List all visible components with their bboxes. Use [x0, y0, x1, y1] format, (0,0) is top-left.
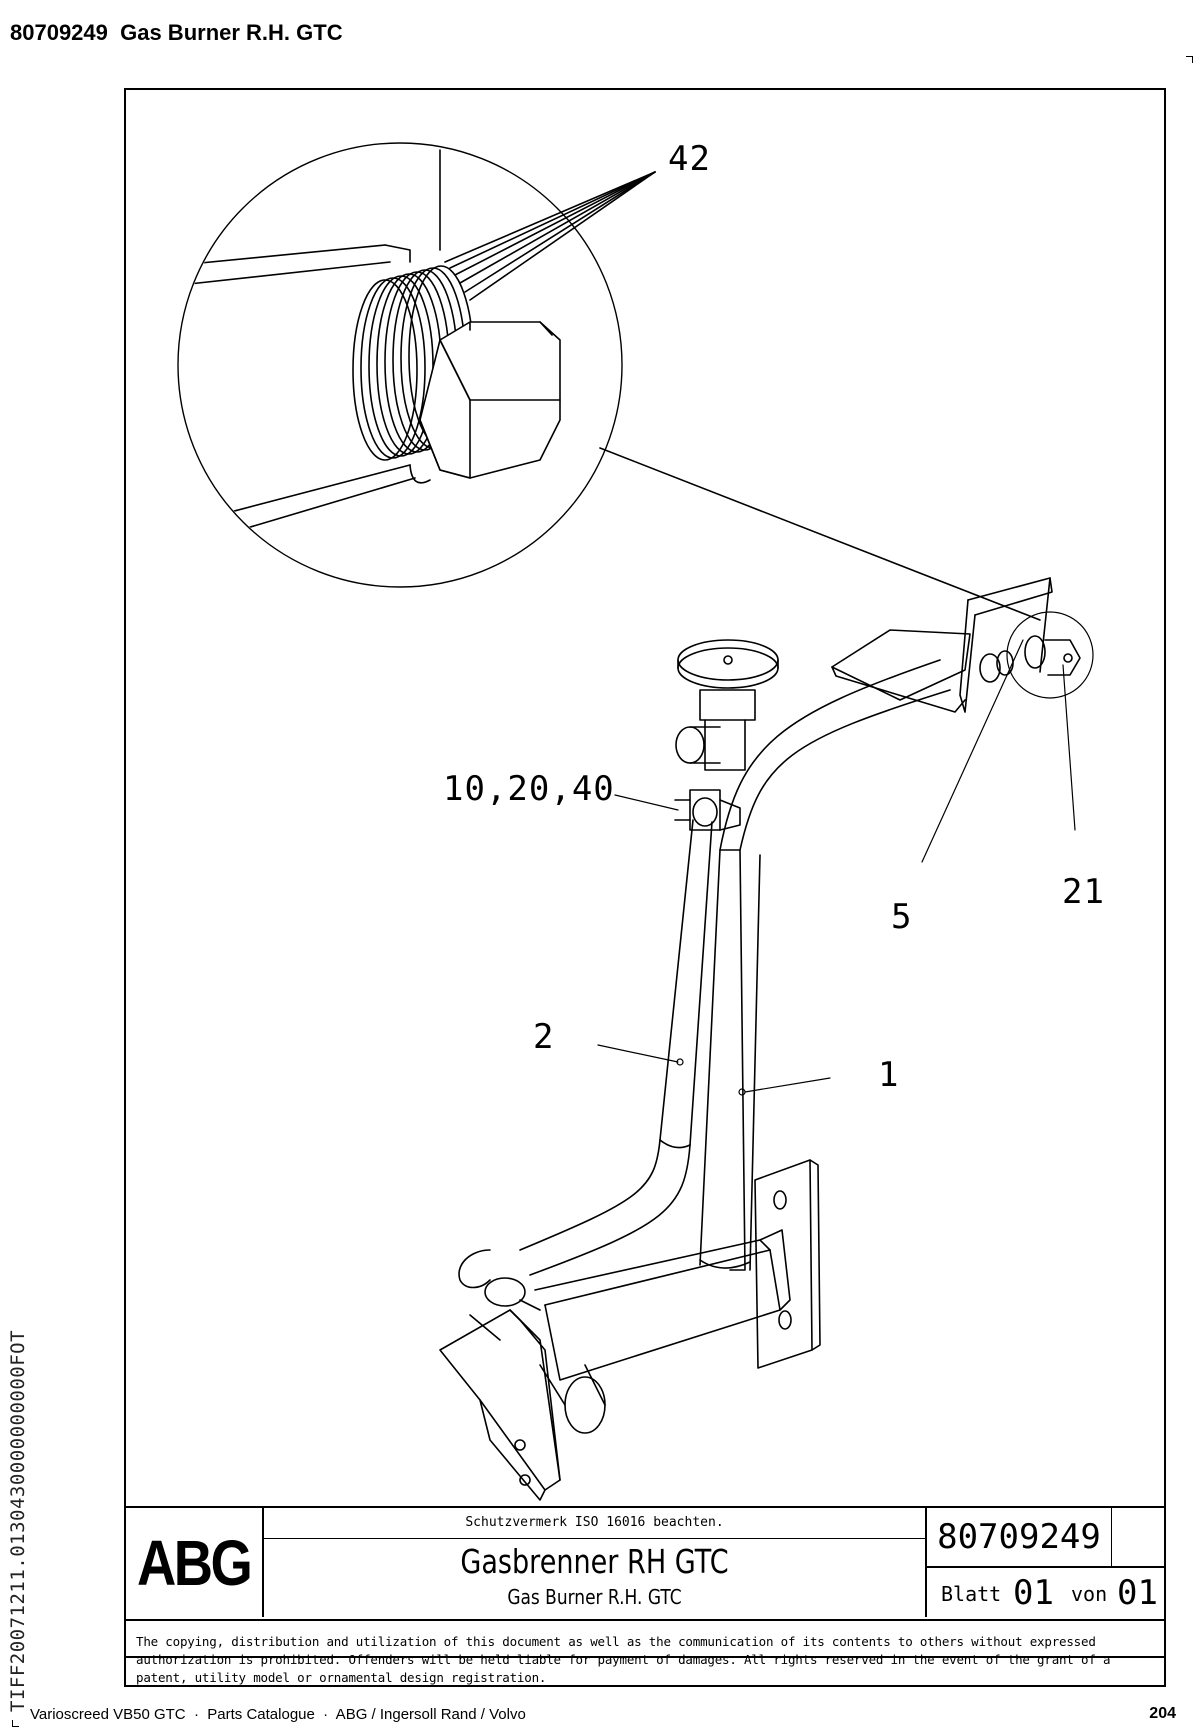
footer-text: Varioscreed VB50 GTC · Parts Catalogue ·… [30, 1706, 526, 1723]
title-english: Gas Burner R.H. GTC [507, 1585, 682, 1609]
protection-notice: Schutzvermerk ISO 16016 beachten. [264, 1508, 925, 1539]
page-title: 80709249 Gas Burner R.H. GTC [10, 20, 343, 45]
pipe-1 [699, 659, 951, 1271]
copyright-box [124, 1619, 1166, 1687]
leader-lines [597, 639, 1076, 1096]
callout-1: 1 [878, 1055, 900, 1095]
revision-cell [1112, 1508, 1166, 1568]
logo-text: ABG [137, 1526, 253, 1599]
copyright-text: The copying, distribution and utilizatio… [124, 1619, 1166, 1687]
drawing-number: 80709249 [927, 1508, 1112, 1568]
abg-logo: ABG [126, 1508, 264, 1617]
valve-assembly [674, 639, 779, 831]
sheet-total: 01 [1117, 1573, 1158, 1613]
title-block-right: 80709249 Blatt 01 von 01 [925, 1508, 1166, 1617]
sheet-label: Blatt [941, 1582, 1002, 1606]
of-label: von [1071, 1582, 1108, 1606]
page-number: 204 [1149, 1705, 1176, 1722]
drawing-frame [124, 88, 1166, 1658]
footer-tick [12, 1720, 19, 1727]
detail-view [177, 142, 1041, 621]
sheet-info: Blatt 01 von 01 [927, 1568, 1166, 1617]
callout-2: 2 [533, 1017, 555, 1057]
corner-mark [1186, 56, 1193, 63]
title-german: Gasbrenner RH GTC [460, 1542, 729, 1581]
mounting-bracket [831, 577, 1081, 713]
title-block [124, 1506, 1166, 1619]
sheet-number: 01 [1013, 1573, 1054, 1613]
title-block-center: Schutzvermerk ISO 16016 beachten. Gasbre… [264, 1508, 925, 1617]
callout-10-20-40: 10,20,40 [443, 769, 615, 809]
pipe-2 [519, 819, 713, 1276]
callout-21: 21 [1062, 872, 1105, 912]
callout-5: 5 [891, 897, 913, 937]
side-code: TIFF20071211.0130430000000000FOT [7, 1329, 29, 1712]
burner-frame [439, 1159, 821, 1501]
callout-42: 42 [668, 139, 711, 179]
